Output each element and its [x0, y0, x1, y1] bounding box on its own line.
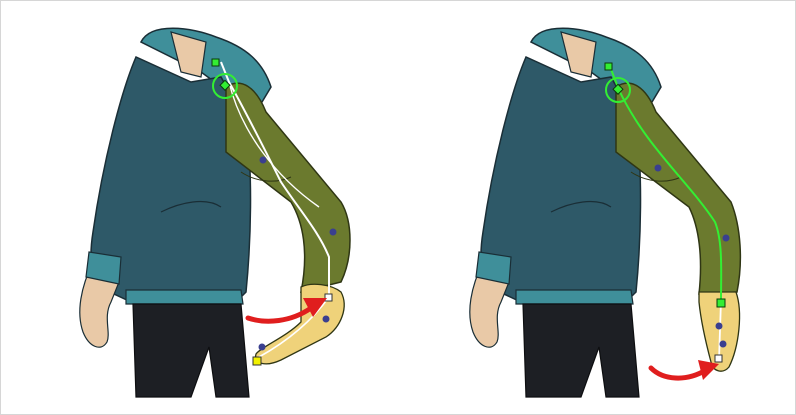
control-point: [716, 323, 723, 330]
panel-after: [431, 2, 791, 413]
character-illustration-after: [431, 2, 791, 413]
root-handle: [605, 63, 612, 70]
wrist-handle: [717, 299, 725, 307]
control-point: [259, 344, 266, 351]
fingertip-handle: [253, 357, 261, 365]
hoodie-hem: [516, 290, 633, 304]
fingertip-handle: [715, 355, 722, 362]
panel-before: [41, 2, 401, 413]
control-point: [260, 157, 267, 164]
control-point: [720, 341, 727, 348]
control-point: [655, 165, 662, 172]
rotation-arrow-shaft: [651, 368, 706, 378]
control-point: [330, 229, 337, 236]
control-point: [323, 316, 330, 323]
wrist-handle: [325, 294, 332, 301]
hoodie-hem: [126, 290, 243, 304]
control-point: [723, 235, 730, 242]
character-illustration-before: [41, 2, 401, 413]
root-handle: [212, 59, 219, 66]
pants: [523, 304, 639, 397]
pants: [133, 304, 249, 397]
